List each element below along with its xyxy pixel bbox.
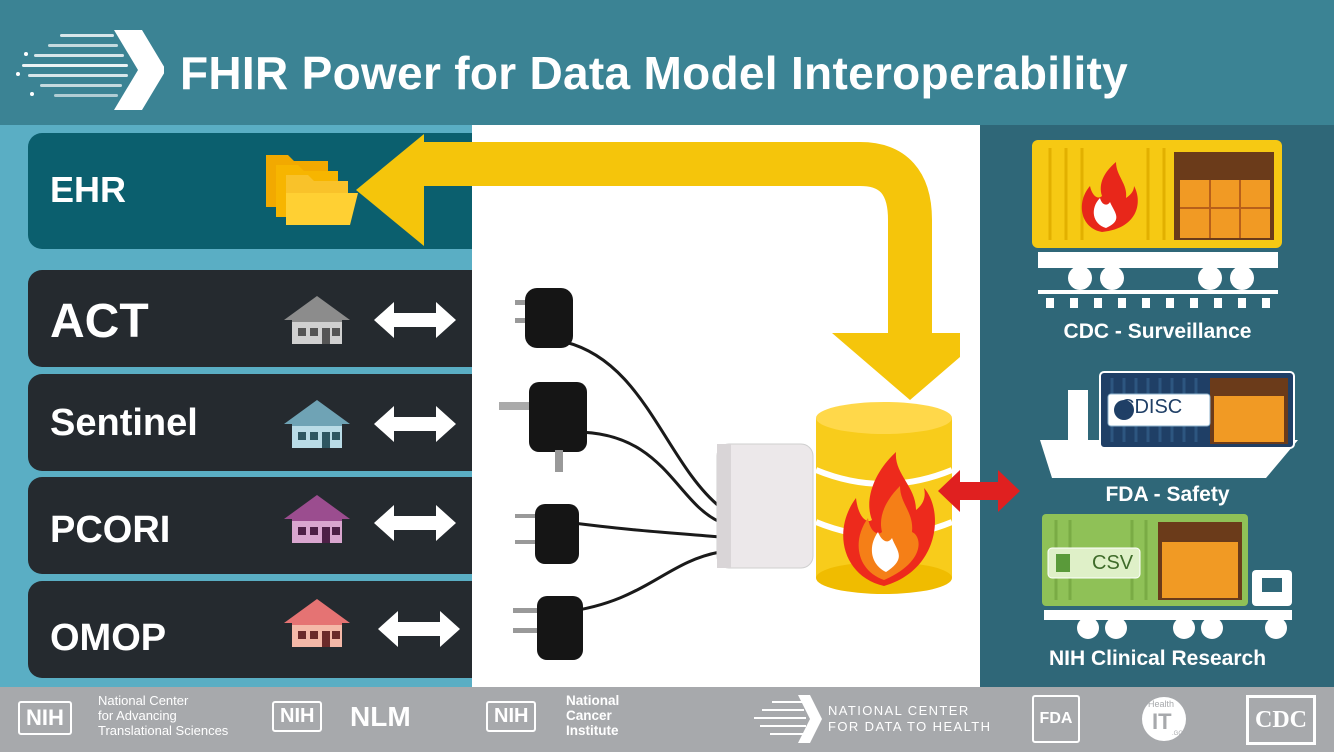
- destination-caption: CDC - Surveillance: [1063, 320, 1252, 343]
- folder-icon: [266, 155, 358, 225]
- cdc-logo: CDC: [1246, 695, 1316, 745]
- house-icon: [284, 599, 350, 647]
- house-icon: [284, 400, 350, 448]
- train-container-icon: [1032, 140, 1282, 308]
- double-arrow-icon: [374, 302, 456, 338]
- source-row-omop: OMOP: [28, 581, 472, 678]
- nih-logo: NIH: [272, 701, 323, 732]
- fda-logo: FDA: [1032, 695, 1080, 743]
- source-label: ACT: [50, 295, 149, 348]
- nih-logo: NIH: [18, 701, 72, 735]
- curved-arrow-icon: [356, 134, 960, 400]
- header-bar: [0, 0, 1334, 125]
- ncdh-logo-icon: [754, 695, 822, 743]
- destination-caption: FDA - Safety: [1105, 483, 1230, 506]
- source-label: Sentinel: [50, 402, 198, 444]
- nlm-logo-text: NLM: [350, 701, 411, 732]
- truck-icon: [1042, 514, 1292, 639]
- double-arrow-icon: [374, 505, 456, 541]
- cargo-ship-icon: [1040, 371, 1298, 478]
- fhir-database-icon: [814, 402, 954, 594]
- double-arrow-icon: [378, 611, 460, 647]
- source-row-ehr: EHR: [28, 133, 472, 249]
- ncdh-logo-text: NATIONAL CENTER FOR DATA TO HEALTH: [828, 703, 992, 734]
- page-title: FHIR Power for Data Model Interoperabili…: [180, 47, 1129, 99]
- healthit-logo: Health IT .GOV: [1142, 697, 1187, 741]
- csv-badge: CSV: [1092, 552, 1134, 574]
- nih-logo: NIH: [486, 701, 537, 732]
- red-double-arrow-icon: [938, 470, 1020, 512]
- nci-logo-text: National Cancer Institute: [566, 693, 620, 738]
- source-row-pcori: PCORI: [28, 477, 472, 574]
- house-icon: [284, 296, 350, 344]
- double-arrow-icon: [374, 406, 456, 442]
- ncats-logo-text: National Center for Advancing Translatio…: [98, 693, 229, 738]
- cdisc-badge: CDISC: [1120, 396, 1183, 418]
- source-row-act: ACT: [28, 270, 472, 367]
- ncdh-logo-icon: [16, 30, 164, 110]
- source-label: OMOP: [50, 617, 167, 659]
- destination-caption: NIH Clinical Research: [1048, 647, 1267, 670]
- footer-logos: NIH National Center for Advancing Transl…: [0, 687, 1334, 752]
- source-label: PCORI: [50, 509, 171, 551]
- source-label: EHR: [50, 169, 127, 210]
- plug-adapter-icon: [499, 288, 814, 660]
- source-row-sentinel: Sentinel: [28, 374, 472, 471]
- house-icon: [284, 495, 350, 543]
